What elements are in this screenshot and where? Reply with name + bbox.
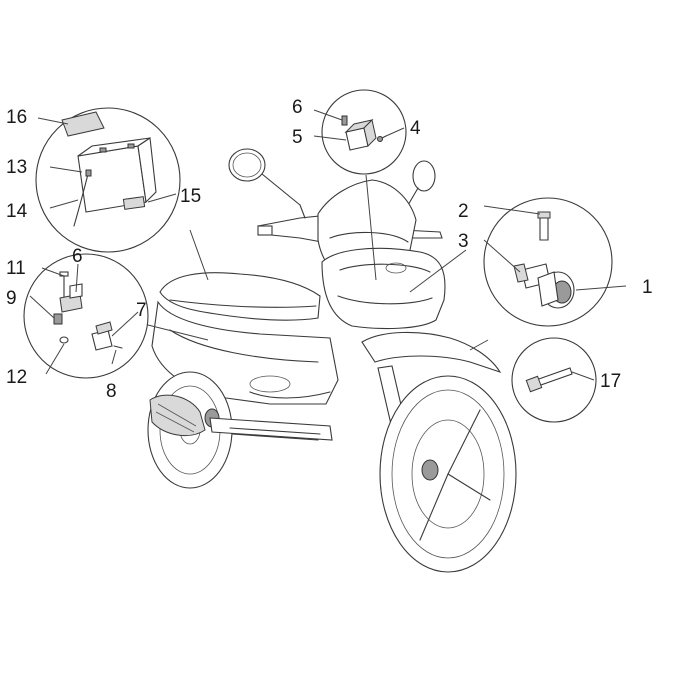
callout-9: 9: [6, 288, 17, 309]
callout-1: 1: [642, 277, 653, 298]
front-fender: [361, 331, 502, 374]
callout-12: 12: [6, 367, 27, 388]
callout-15: 15: [180, 186, 201, 207]
relay-5: [344, 119, 377, 151]
leader-battery: [189, 229, 209, 281]
callout-2: 2: [458, 201, 469, 222]
horn-1: [537, 271, 575, 309]
left-mirror: [228, 148, 301, 206]
callout-6-bracket: 6: [72, 246, 83, 267]
bolt-2: [537, 211, 551, 241]
callout-11: 11: [6, 258, 26, 279]
leader-relay-top: [365, 174, 377, 281]
front-shield: [317, 179, 446, 330]
callout-5: 5: [292, 127, 303, 148]
callout-4: 4: [410, 118, 421, 139]
callout-14: 14: [6, 201, 28, 222]
bolt-17: [525, 367, 573, 393]
callout-17: 17: [600, 371, 621, 392]
battery-strap-pad: [122, 196, 146, 210]
battery-cover-pad: [61, 111, 105, 137]
callout-13: 13: [6, 157, 27, 178]
callout-6-top: 6: [292, 97, 303, 118]
callout-3: 3: [458, 231, 469, 252]
callout-7: 7: [136, 300, 147, 321]
screw-8: [113, 345, 123, 349]
clip-9: [53, 313, 63, 325]
seat: [159, 272, 321, 321]
battery-cable: [73, 169, 92, 227]
battery: [77, 137, 157, 213]
callout-8: 8: [106, 381, 117, 402]
washer-12: [59, 336, 69, 344]
horn-detail: [483, 197, 627, 327]
top-relay-detail: [313, 89, 407, 175]
callout-labels: 1 2 3 4 5 6 6 7 8 9 11 12 13 14 15 16 17: [6, 97, 653, 402]
clip-6: [341, 115, 348, 126]
bolt-detail: [511, 337, 597, 423]
front-wheel: [379, 375, 517, 573]
floorboard: [209, 417, 333, 441]
relay-7: [91, 321, 113, 351]
scooter-illustration: [147, 148, 517, 573]
callout-16: 16: [6, 107, 27, 128]
screw-4: [377, 135, 387, 142]
leader-horn: [409, 249, 467, 293]
battery-detail: [35, 107, 181, 253]
screw-11: [59, 271, 69, 301]
relay-bracket-detail: [23, 253, 149, 379]
leader-fender: [469, 339, 489, 351]
